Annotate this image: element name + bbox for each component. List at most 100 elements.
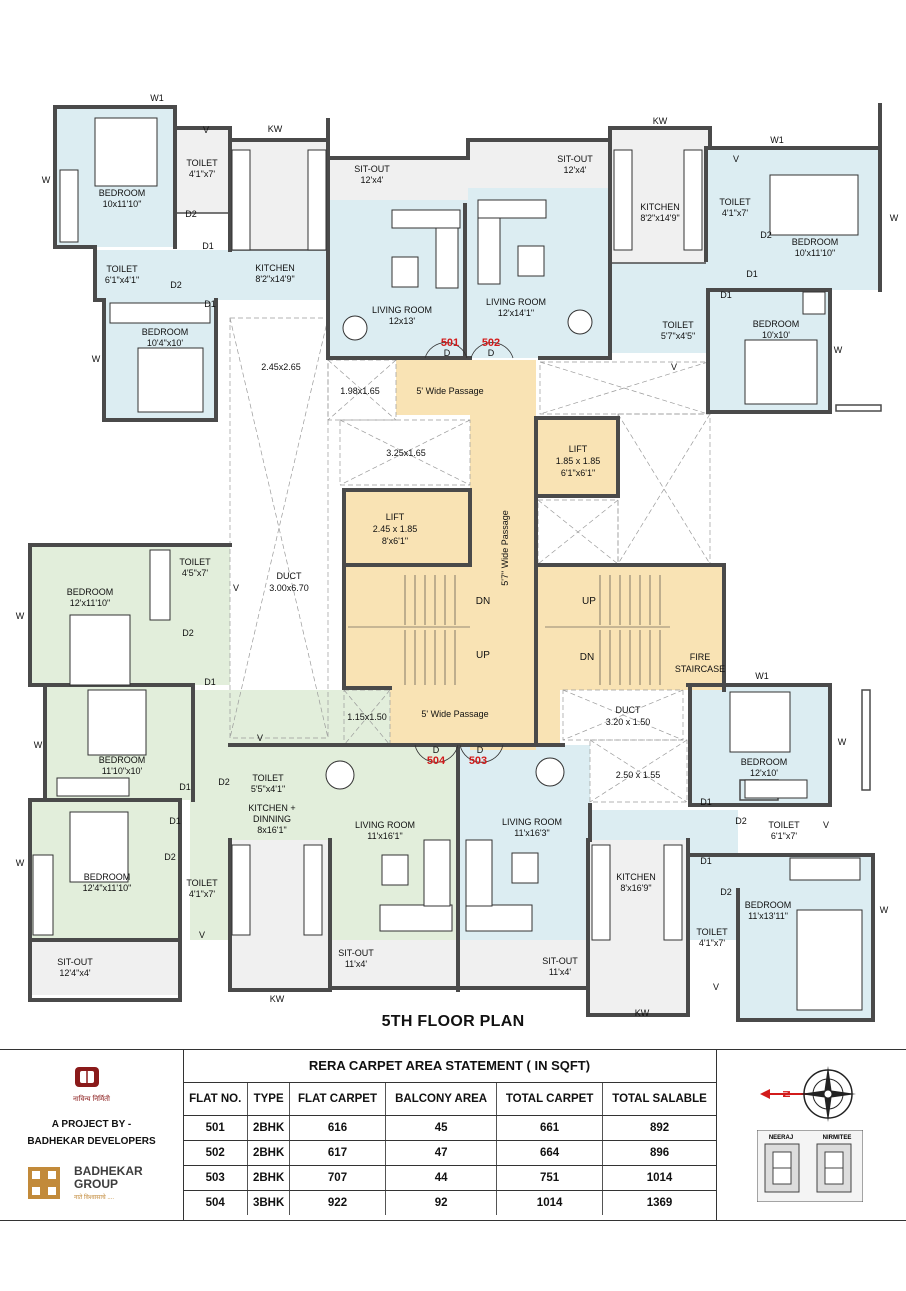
- walls: [28, 103, 882, 1022]
- kitchen-window-marker: KW: [635, 1008, 650, 1018]
- door-marker: D1: [204, 677, 216, 687]
- ventilator-marker: V: [233, 583, 239, 593]
- table-cell: 502: [183, 1140, 249, 1166]
- lift-label: LIFT: [386, 512, 405, 522]
- door-marker: D1: [700, 856, 712, 866]
- room-name: SIT-OUT: [354, 164, 390, 174]
- flat-tag-502: 502: [482, 337, 500, 349]
- footer-panel: नाविन्य निर्मिती A PROJECT BY - BADHEKAR…: [0, 1049, 906, 1221]
- door-marker: D2: [218, 777, 230, 787]
- room-size: 10x11'10": [103, 199, 142, 209]
- door-marker: D2: [170, 280, 182, 290]
- col-header: BALCONY AREA: [385, 1083, 498, 1116]
- developer-name: BADHEKAR DEVELOPERS: [27, 1136, 156, 1147]
- table-cell: 2BHK: [247, 1165, 290, 1191]
- flat-numbers: 501 502 D D 504 503 D D: [414, 337, 514, 767]
- room-name: LIVING ROOM: [502, 817, 562, 827]
- col-header: FLAT CARPET: [289, 1083, 387, 1116]
- table-cell: 504: [183, 1190, 249, 1215]
- room-size: 12x13': [389, 316, 416, 326]
- room-name: TOILET: [719, 197, 751, 207]
- flat-tag-504: 504: [427, 755, 446, 767]
- room-name: TOILET: [106, 264, 138, 274]
- room-name: TOILET: [179, 557, 211, 567]
- window-marker: W1: [770, 135, 784, 145]
- table-cell: 92: [385, 1190, 498, 1215]
- kitchen-window-marker: KW: [268, 124, 283, 134]
- group-name: BADHEKAR GROUP: [74, 1165, 143, 1191]
- table-cell: 892: [602, 1115, 716, 1141]
- room-name: BEDROOM: [741, 757, 788, 767]
- table-cell: 751: [496, 1165, 604, 1191]
- lift-size: 6'1"x6'1": [561, 468, 595, 478]
- room-size: 12'4"x11'10": [83, 883, 132, 893]
- stair-dn: DN: [476, 596, 490, 607]
- window-marker: W: [34, 740, 43, 750]
- room-size: 11'x16'1": [367, 831, 403, 841]
- project-by-label: A PROJECT BY -: [51, 1119, 132, 1130]
- door-marker: D1: [202, 241, 214, 251]
- room-size: 8x16'1": [257, 825, 286, 835]
- window-marker: W: [834, 345, 843, 355]
- door-mark: D: [477, 745, 484, 755]
- room-name: TOILET: [696, 927, 728, 937]
- door-marker: D1: [204, 299, 216, 309]
- room-size: 4'1"x7': [189, 169, 215, 179]
- room-name: BEDROOM: [67, 587, 114, 597]
- ventilator-marker: V: [203, 125, 209, 135]
- table-header-row: FLAT NO. TYPE FLAT CARPET BALCONY AREA T…: [183, 1083, 716, 1116]
- table-cell: 922: [289, 1190, 387, 1215]
- site-keymap-icon: NEERAJ NIRMITEE: [757, 1130, 863, 1202]
- voids: [229, 317, 711, 803]
- col-header: TOTAL SALABLE: [602, 1083, 716, 1116]
- stair-dn: DN: [580, 652, 594, 663]
- room-name: TOILET: [662, 320, 694, 330]
- furniture: [32, 117, 863, 1011]
- room-name: KITCHEN: [616, 872, 656, 882]
- table-cell: 1369: [646, 1197, 673, 1209]
- room-name: TOILET: [768, 820, 800, 830]
- room-name: BEDROOM: [99, 755, 146, 765]
- brand-tagline: नाविन्य निर्मिती: [73, 1096, 110, 1103]
- room-size: 11'x4': [549, 967, 572, 977]
- room-size: 8'x16'9": [620, 883, 651, 893]
- group-name-line: GROUP: [74, 1177, 119, 1191]
- window-marker: W: [16, 858, 25, 868]
- room-size: 12'x14'1": [498, 308, 534, 318]
- room-size: 11'x16'3": [514, 828, 550, 838]
- duct-label: DUCT: [277, 571, 302, 581]
- void-size: 1.15x1.50: [347, 712, 387, 722]
- room-name: TOILET: [252, 773, 284, 783]
- ventilator-marker: V: [823, 820, 829, 830]
- room-name: DINNING: [253, 814, 291, 824]
- ventilator-marker: V: [199, 930, 205, 940]
- stair-up: UP: [476, 650, 490, 661]
- room-name: LIVING ROOM: [486, 297, 546, 307]
- markers: W1 W W KW KW W1 W W W W W KW KW W1 W W V…: [16, 93, 899, 1018]
- lift-label: LIFT: [569, 444, 588, 454]
- room-name: KITCHEN: [255, 263, 295, 273]
- lift-size: 1.85 x 1.85: [556, 456, 601, 466]
- room-size: 11'x4': [345, 959, 368, 969]
- keymap-left-label: NEERAJ: [769, 1135, 793, 1141]
- room-name: BEDROOM: [99, 188, 146, 198]
- north-compass-icon: N: [760, 1066, 856, 1122]
- door-marker: D2: [182, 628, 194, 638]
- room-size: 4'1"x7': [189, 889, 215, 899]
- door-marker: D1: [700, 797, 712, 807]
- passage-label: 5' Wide Passage: [421, 709, 488, 719]
- door-marker: D1: [179, 782, 191, 792]
- fire-staircase-label: STAIRCASE: [675, 664, 725, 674]
- door-marker: D1: [169, 816, 181, 826]
- table-cell: 501: [183, 1115, 249, 1141]
- area-statement: RERA CARPET AREA STATEMENT ( IN SQFT) FL…: [183, 1050, 717, 1220]
- plan-title: 5TH FLOOR PLAN: [381, 1013, 525, 1030]
- room-size: 11'x13'11": [748, 911, 788, 921]
- col-header: FLAT NO.: [183, 1083, 249, 1116]
- duct-size: 3.20 x 1.50: [606, 717, 651, 727]
- window-marker: W1: [150, 93, 164, 103]
- brand-panel: नाविन्य निर्मिती A PROJECT BY - BADHEKAR…: [0, 1050, 184, 1220]
- room-name: SIT-OUT: [557, 154, 593, 164]
- room-name: BEDROOM: [753, 319, 800, 329]
- stair-treads: [348, 575, 670, 685]
